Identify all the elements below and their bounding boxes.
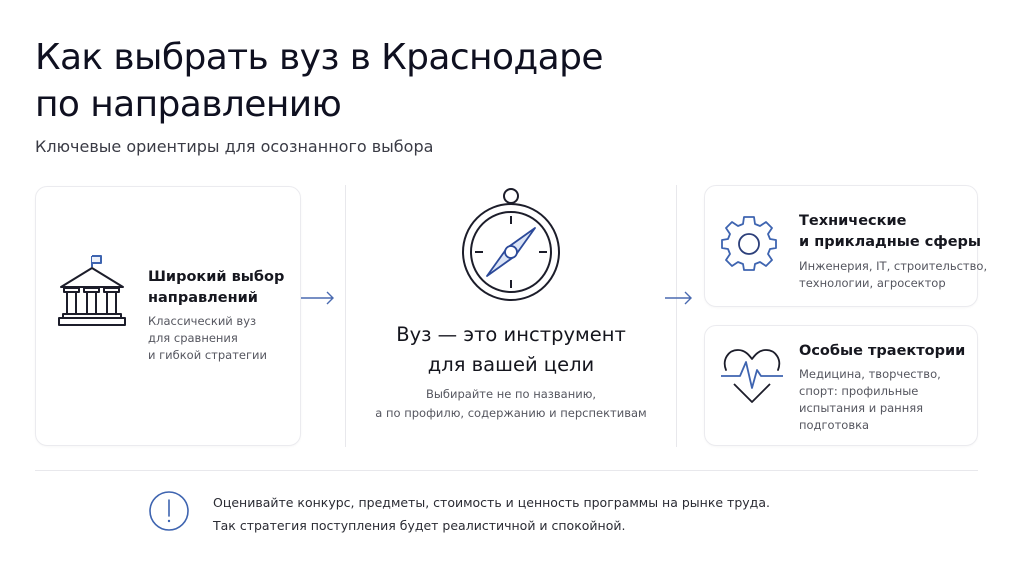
card-text-line: для сравнения	[148, 331, 238, 345]
footer-note-line: Так стратегия поступления будет реалисти…	[213, 518, 626, 533]
card-description: Инженерия, IT, строительство, технологии…	[799, 258, 987, 292]
vertical-divider	[345, 185, 346, 447]
center-text-line: Выбирайте не по названию,	[425, 387, 597, 401]
card-text-line: Медицина, творчество,	[799, 367, 941, 381]
card-description: Медицина, творчество, спорт: профильные …	[799, 366, 941, 434]
card-title-line: Технические	[799, 213, 907, 229]
center-heading-line: Вуз — это инструмент	[396, 323, 626, 346]
title-line-2: по направлению	[35, 84, 342, 125]
university-building-icon	[58, 255, 126, 326]
exclamation-info-icon	[149, 491, 189, 531]
card-wide-choice	[35, 186, 301, 446]
card-title: Технические и прикладные сферы	[799, 211, 981, 253]
card-special-tracks	[704, 325, 978, 446]
vertical-divider	[676, 185, 677, 447]
page-subtitle: Ключевые ориентиры для осознанного выбор…	[35, 137, 434, 156]
arrow-right-icon	[665, 291, 692, 305]
card-title: Широкий выбор направлений	[148, 267, 284, 309]
card-description: Классический вуз для сравнения и гибкой …	[148, 313, 267, 364]
center-text-line: а по профилю, содержанию и перспективам	[375, 406, 647, 420]
gear-icon	[721, 216, 777, 271]
card-text-line: спорт: профильные	[799, 384, 919, 398]
card-text-line: подготовка	[799, 418, 870, 432]
horizontal-divider	[35, 470, 978, 471]
card-text-line: испытания и ранняя	[799, 401, 924, 415]
card-text-line: и гибкой стратегии	[148, 348, 267, 362]
card-title-line: направлений	[148, 290, 258, 306]
card-technical	[704, 185, 978, 307]
center-heading: Вуз — это инструмент для вашей цели	[346, 320, 676, 380]
card-title: Особые траектории	[799, 341, 965, 362]
card-title-line: и прикладные сферы	[799, 234, 982, 250]
center-heading-line: для вашей цели	[427, 353, 595, 376]
card-text-line: технологии, агросектор	[799, 276, 946, 290]
arrow-right-icon	[301, 291, 334, 305]
card-title-line: Особые траектории	[799, 343, 966, 359]
center-description: Выбирайте не по названию, а по профилю, …	[346, 385, 676, 423]
compass-icon	[462, 188, 560, 301]
page-title: Как выбрать вуз в Краснодаре по направле…	[35, 34, 675, 128]
card-text-line: Инженерия, IT, строительство,	[799, 259, 988, 273]
footer-note-line: Оценивайте конкурс, предметы, стоимость …	[213, 495, 770, 510]
card-text-line: Классический вуз	[148, 314, 257, 328]
heartbeat-icon	[721, 349, 783, 403]
card-title-line: Широкий выбор	[148, 269, 285, 285]
footer-note: Оценивайте конкурс, предметы, стоимость …	[213, 491, 770, 537]
title-line-1: Как выбрать вуз в Краснодаре	[35, 37, 604, 78]
